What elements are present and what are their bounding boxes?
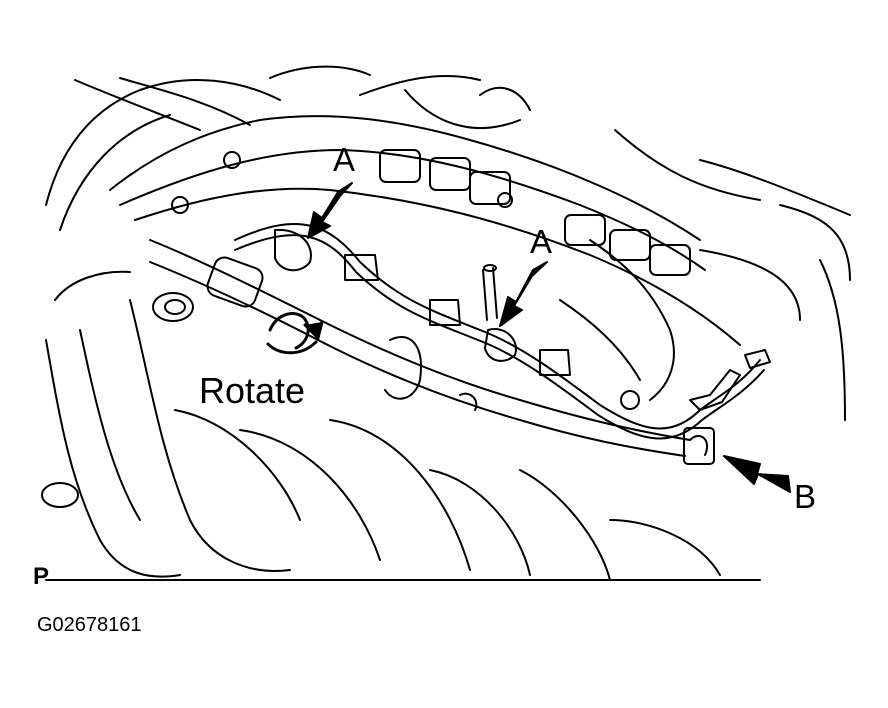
figure-code: G02678161 [37,614,142,636]
intake-manifold [41,270,761,581]
injector-bolt [482,264,498,321]
arrow-icon [499,261,548,327]
rotate-instruction-label: Rotate [199,370,306,411]
valve-cover [109,115,741,410]
arrow-icon [307,182,353,239]
fuel-delivery-pipe [149,228,691,457]
engine-bay-outline [45,65,851,421]
wire-clamp-b [683,427,715,465]
callout-label-a-upper: A [333,141,356,178]
arrow-icon [723,455,791,493]
rotate-arrow-icon [266,312,324,355]
callout-label-a-lower: A [530,223,553,260]
callout-label-b: B [794,478,817,515]
corner-mark: P [33,563,50,590]
wire-harness [234,223,771,440]
